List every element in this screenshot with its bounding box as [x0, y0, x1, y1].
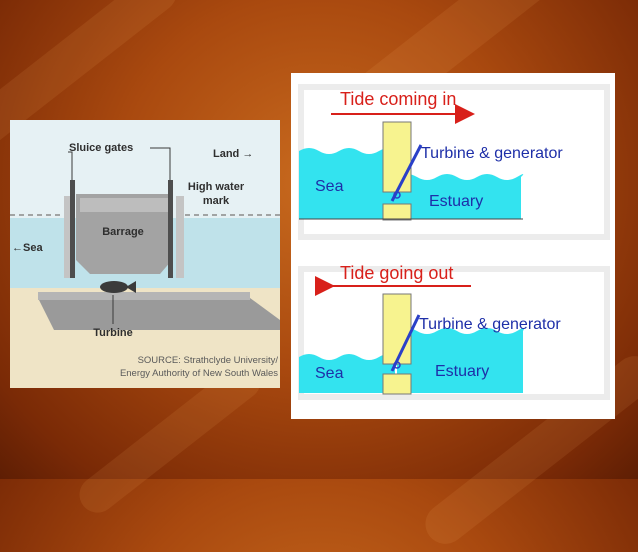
tide-in-title: Tide coming in	[340, 89, 456, 109]
tide-in-estuary-label: Estuary	[429, 193, 483, 210]
tide-in-diagram: Tide coming in Turbine & generator Sea E…	[298, 84, 610, 240]
tide-in-turbine-label: Turbine & generator	[421, 145, 563, 162]
barrage-label: Barrage	[102, 226, 144, 238]
turbine-icon	[393, 191, 401, 199]
turbine-icon	[393, 361, 401, 369]
source-line1: SOURCE: Strathclyde University/	[138, 355, 279, 366]
land-label: Land →	[213, 148, 253, 160]
tide-out-sea-label: Sea	[315, 365, 344, 382]
turbine-label: Turbine	[93, 327, 133, 339]
turbine-icon	[100, 281, 128, 293]
sea-label: ←Sea	[12, 242, 43, 254]
tide-out-diagram: Tide going out Turbine & generator Sea E…	[298, 263, 610, 400]
tide-out-estuary-label: Estuary	[435, 363, 489, 380]
source-line2: Energy Authority of New South Wales	[120, 368, 278, 379]
high-water-mark-label-line2: mark	[203, 195, 230, 207]
tide-out-title: Tide going out	[340, 263, 453, 283]
sluice-gates-label: Sluice gates	[69, 142, 133, 154]
high-water-mark-label-line1: High water	[188, 181, 245, 193]
tide-in-sea-label: Sea	[315, 178, 344, 195]
tide-out-turbine-label: Turbine & generator	[419, 316, 561, 333]
barrage-diagram: Sluice gates Land → High water mark Barr…	[10, 120, 280, 388]
tide-diagrams: Tide coming in Turbine & generator Sea E…	[291, 73, 615, 419]
